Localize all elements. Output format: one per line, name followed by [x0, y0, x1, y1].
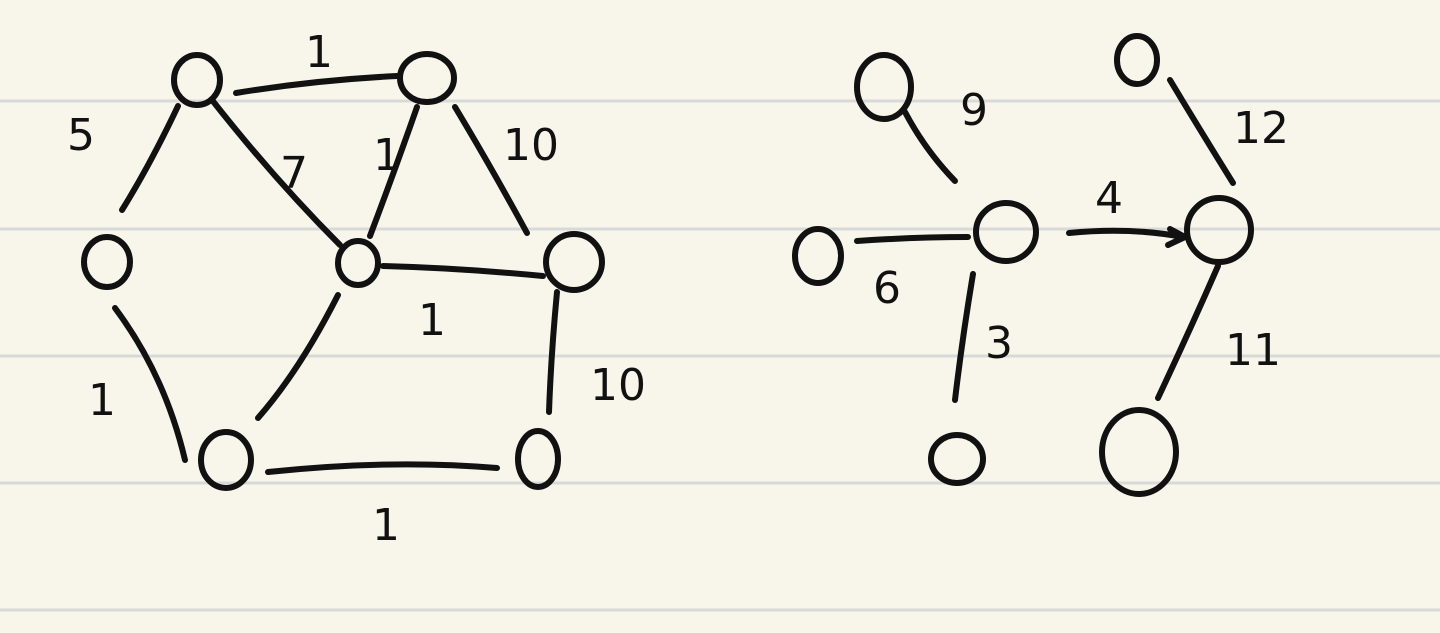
node-b	[1114, 33, 1160, 87]
weight-label: 10	[503, 120, 559, 171]
node-bottom-right	[515, 428, 561, 490]
edge-top-right-center	[367, 104, 420, 239]
edge-b-f	[1167, 77, 1236, 186]
weight-label: 1	[88, 375, 116, 426]
weight-label: 1	[305, 27, 333, 78]
weight-label: 11	[1225, 325, 1281, 376]
edge-f-g	[1155, 263, 1221, 401]
node-left	[81, 234, 133, 290]
weight-label: 4	[1095, 173, 1123, 224]
node-top-left	[171, 52, 223, 108]
ruled-lines	[0, 99, 1440, 612]
weight-label: 5	[67, 110, 95, 161]
edge-top-left-center	[209, 97, 343, 248]
arrowhead-c-f	[1165, 226, 1188, 248]
node-center	[335, 238, 381, 288]
left-graph: 5 1 7 1 10 1 1 10 1	[67, 27, 646, 551]
node-top-right	[397, 51, 457, 105]
node-e	[928, 432, 986, 486]
weight-label: 3	[985, 318, 1013, 369]
edge-top-left-left	[119, 103, 181, 213]
edge-bottom-left-bottom-right	[265, 461, 500, 475]
edge-d-c	[854, 234, 971, 244]
right-graph: 9 6 3 4 12 11	[792, 33, 1289, 497]
weight-label: 12	[1233, 103, 1289, 154]
edge-right-bottom-right	[546, 289, 560, 415]
node-g	[1099, 407, 1179, 497]
weight-label: 10	[590, 360, 646, 411]
node-d	[792, 226, 844, 286]
node-f	[1184, 195, 1254, 265]
weight-label: 6	[873, 263, 901, 314]
weight-label: 1	[373, 130, 401, 181]
node-a	[854, 52, 914, 122]
edge-top-left-top-right	[233, 73, 400, 96]
edge-c-e	[952, 271, 976, 403]
weight-label: 1	[372, 500, 400, 551]
weight-label: 7	[280, 148, 308, 199]
edge-a-c	[902, 109, 958, 184]
edge-left-bottom-left	[112, 305, 188, 463]
node-c	[973, 200, 1039, 264]
node-right	[543, 231, 605, 293]
edge-right-center	[380, 263, 546, 279]
weight-label: 1	[418, 295, 446, 346]
edge-top-right-right	[452, 104, 530, 236]
weight-label: 9	[960, 85, 988, 136]
node-bottom-left	[198, 429, 254, 491]
edge-center-bottom-left	[255, 292, 341, 421]
edge-c-f	[1066, 227, 1186, 240]
